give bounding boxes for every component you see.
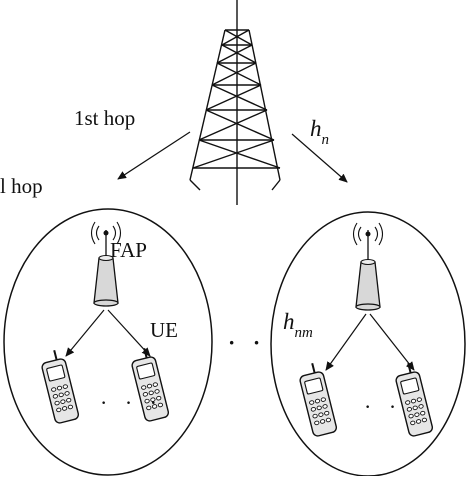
h-nm-label: hnm [283,309,313,341]
cell-dots-middle: · · [228,330,267,355]
fap-left-icon [90,221,122,307]
h-n-sub: n [321,131,330,148]
h-n-label: hn [310,116,330,148]
femtocell-left [3,208,213,476]
ue-arrow-right-1 [325,313,367,371]
h-nm-base: h [283,309,295,334]
second-hop-label: l hop [0,174,43,198]
ue-arrow-right-2 [369,313,415,371]
hop-arrow-right [291,133,348,183]
phone-right-1-icon [299,362,338,437]
h-nm-sub: nm [294,324,313,341]
fap-label: FAP [110,238,147,262]
phone-right-2-icon [395,362,434,437]
first-hop-label: 1st hop [74,106,136,130]
ue-dots-left: · · · [100,390,163,415]
phone-left-1-icon [41,349,80,424]
phone-left-2-icon [131,347,170,422]
ue-arrow-left-2 [107,309,151,357]
fap-right-icon [352,222,384,311]
tower-icon [189,0,281,205]
hop-arrow-left [117,131,191,180]
ue-arrow-left-1 [65,309,105,357]
h-n-base: h [310,116,322,141]
ue-dots-right: · · [364,394,403,419]
ue-label: UE [150,318,178,342]
